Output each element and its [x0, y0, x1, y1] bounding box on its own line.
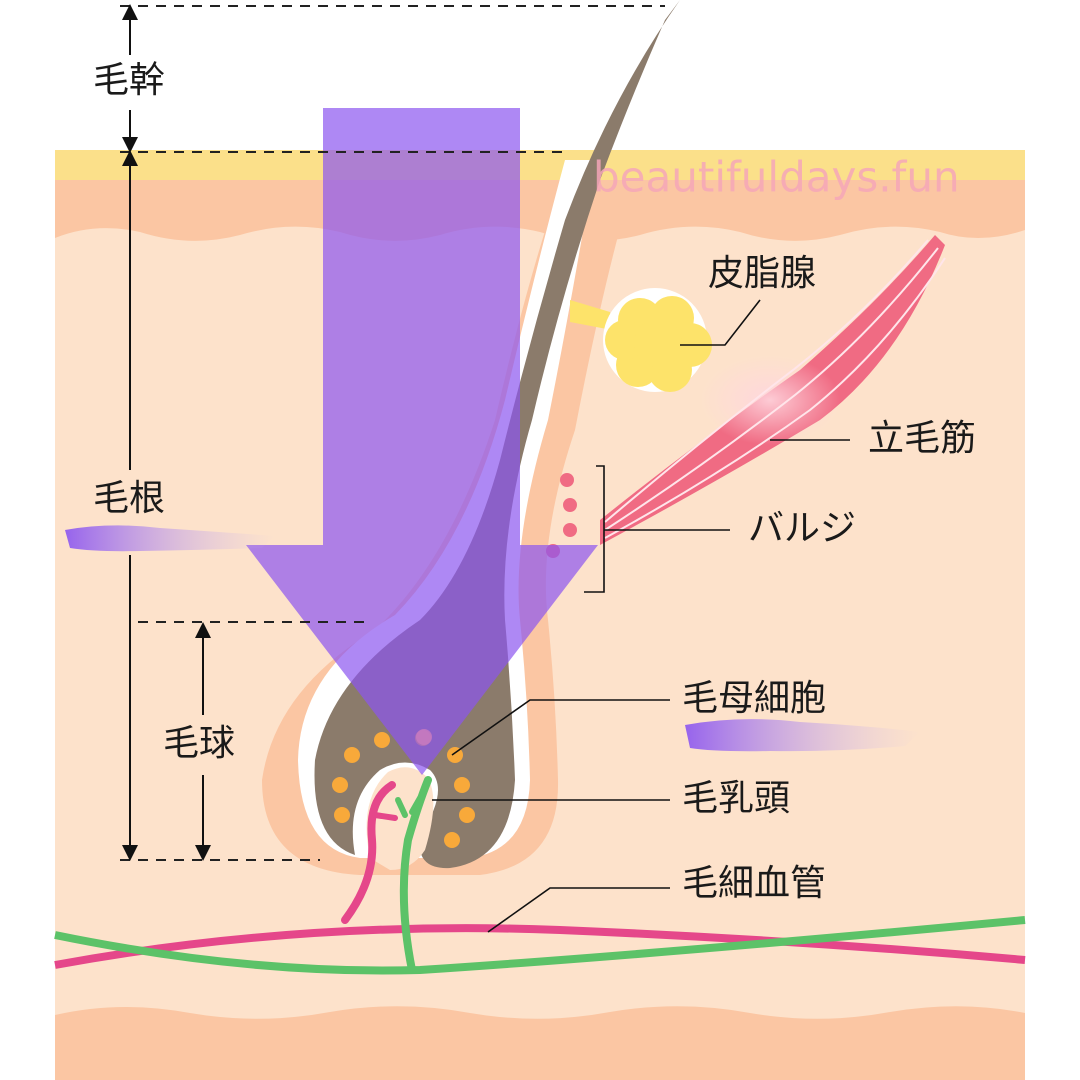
arrector-pili-muscle	[600, 235, 946, 545]
watermark: beautifuldays.fun	[593, 153, 960, 202]
leader-sebaceous	[680, 299, 761, 346]
capillary-green-twig	[395, 795, 423, 818]
matrix-cell	[444, 832, 460, 848]
subcutis	[55, 1006, 1025, 1080]
capillary-red	[54, 924, 1026, 969]
matrix-cell	[344, 747, 360, 763]
capillary-red-twig	[372, 812, 398, 821]
label-sebaceous-gland: 皮脂腺	[708, 253, 816, 294]
bulge-bracket	[584, 465, 605, 593]
matrix-cell	[459, 807, 475, 823]
brush-stroke-left	[65, 525, 275, 552]
capillary-green	[54, 916, 1026, 975]
label-capillaries: 毛細血管	[682, 863, 826, 904]
label-dermal-papilla: 毛乳頭	[682, 778, 790, 819]
sebaceous-duct	[570, 300, 612, 330]
label-bulge: バルジ	[748, 508, 856, 549]
label-arrector-pili: 立毛筋	[868, 418, 976, 459]
bulge-cell	[563, 523, 577, 537]
brush-stroke-right	[685, 719, 920, 752]
label-hair-bulb: 毛球	[163, 723, 235, 764]
matrix-cell	[334, 807, 350, 823]
label-matrix-cells: 毛母細胞	[682, 678, 826, 719]
sebaceous-gland	[603, 288, 712, 392]
matrix-cell	[454, 777, 470, 793]
penetration-arrow	[246, 108, 598, 775]
bulge-cell	[560, 473, 574, 487]
capillary-red-branch	[341, 781, 396, 924]
leader-matrix	[451, 699, 670, 756]
matrix-cell	[374, 732, 390, 748]
matrix-cell	[332, 777, 348, 793]
skin-surface	[55, 150, 1025, 180]
leader-capillary	[487, 887, 670, 933]
label-hair-shaft: 毛幹	[93, 60, 165, 101]
arrow-tip-dot	[416, 729, 432, 745]
label-hair-root: 毛根	[93, 478, 165, 519]
bulge-cell	[563, 498, 577, 512]
